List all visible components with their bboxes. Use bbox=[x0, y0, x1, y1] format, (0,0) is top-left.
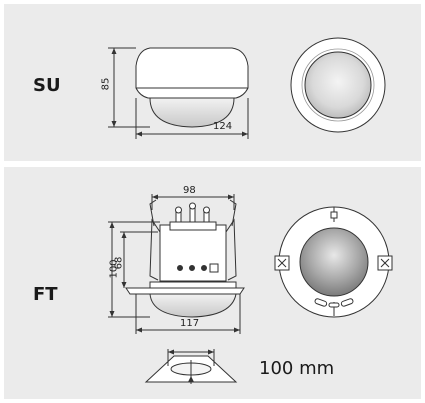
ft-label: FT bbox=[33, 284, 58, 305]
ft-inner-height-dimension: 68 bbox=[113, 256, 125, 270]
cutout-size-label: 100 mm bbox=[259, 358, 335, 379]
su-label: SU bbox=[33, 75, 61, 96]
su-height-dimension: 85 bbox=[100, 77, 112, 91]
su-width-dimension: 124 bbox=[213, 121, 233, 132]
su-top-view bbox=[290, 37, 386, 133]
ft-top-view bbox=[274, 206, 393, 318]
ft-top-dimension: 98 bbox=[183, 185, 196, 196]
ft-bottom-dimension: 117 bbox=[180, 318, 200, 329]
ft-side-view bbox=[108, 194, 245, 334]
su-side-view bbox=[108, 47, 249, 139]
cutout-drawing bbox=[144, 349, 238, 384]
